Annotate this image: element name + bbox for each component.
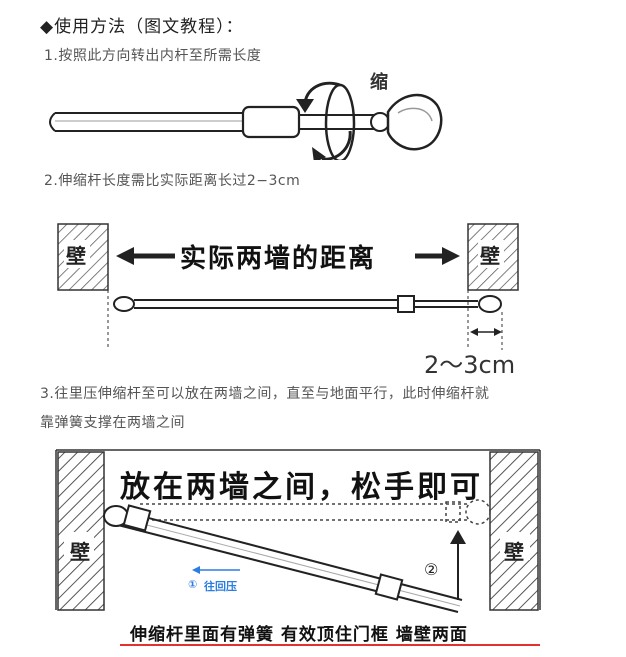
lift-up-arrow-icon: [450, 530, 466, 600]
distance-label: 实际两墙的距离: [180, 244, 377, 274]
tilted-rod: [103, 504, 463, 613]
right-wall: [467, 223, 519, 350]
target-rod-position: [140, 499, 491, 525]
install-right-wall: [489, 451, 539, 611]
diagram-extend-rod: [49, 81, 443, 160]
shrink-label: 缩: [370, 72, 388, 93]
footer-underline: [120, 644, 540, 646]
diagram-wall-distance: [57, 223, 519, 350]
push-back-label: 往回压: [204, 580, 237, 593]
step-2-text: 2.伸缩杆长度需比实际距离长过2−3cm: [44, 173, 301, 189]
push-step-number: ①: [188, 578, 198, 591]
footer-text: 伸缩杆里面有弹簧 有效顶住门框 墙壁两面: [130, 625, 468, 645]
wall-label-right: 壁: [480, 244, 500, 268]
extra-length-label: 2～3cm: [424, 351, 516, 379]
step-3-text-line1: 3.往里压伸缩杆至可以放在两墙之间，直至与地面平行，此时伸缩杆就: [40, 386, 490, 402]
step-1-text: 1.按照此方向转出内杆至所需长度: [44, 48, 262, 64]
install-wall-label-left: 壁: [70, 540, 90, 564]
step-3-text-line2: 靠弹簧支撑在两墙之间: [40, 415, 185, 431]
wall-label-left: 壁: [66, 244, 86, 268]
extra-length-arrow-icon: [470, 312, 503, 350]
rod-joint: [241, 105, 301, 139]
distance-arrow-icon: [116, 247, 460, 265]
rod-horizontal: [113, 295, 502, 313]
rotation-arrow-icon: [296, 81, 356, 160]
rod-outer-tube: [49, 112, 255, 132]
left-wall: [57, 223, 109, 350]
diagram-install-rod: [55, 449, 541, 613]
install-left-wall: [57, 451, 105, 611]
page-title: ◆使用方法（图文教程）：: [40, 17, 244, 37]
install-wall-label-right: 壁: [504, 540, 524, 564]
push-back-arrow-icon: [192, 566, 240, 574]
rod-end-cap: [370, 93, 443, 151]
install-instruction: 放在两墙之间，松手即可: [120, 470, 483, 505]
lift-step-number: ②: [424, 560, 439, 579]
